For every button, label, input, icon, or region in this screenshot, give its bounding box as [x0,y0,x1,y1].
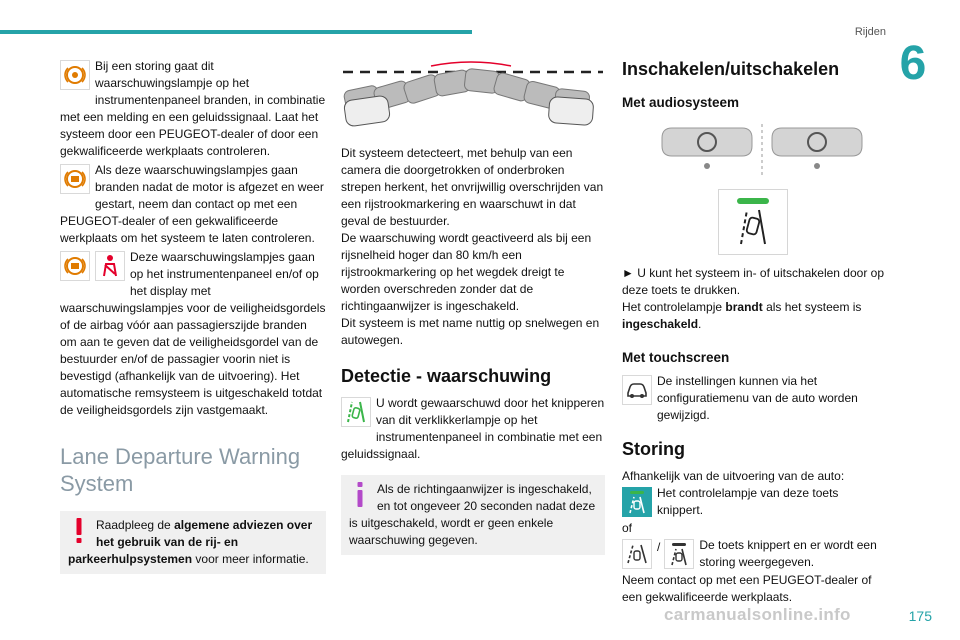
column-1: Bij een storing gaat dit waarschuwingsla… [60,58,326,574]
lane-departure-lamp-icon [341,397,371,427]
column-3: Inschakelen/uitschakelen Met audiosystee… [622,58,884,606]
paragraph-fault: / De toets knippert en er wordt een stor… [622,537,884,572]
text-p1: Bij een storing gaat dit waarschuwingsla… [60,59,326,158]
text-p1: Dit systeem detecteert, met behulp van e… [341,146,604,228]
paragraph-touchscreen: De instellingen kunnen via het configura… [622,373,884,424]
heading-inschakelen: Inschakelen/uitschakelen [622,59,840,79]
note-text: Raadpleeg de algemene adviezen over het … [68,518,313,566]
text-p4: Afhankelijk van de uitvoering van de aut… [622,469,845,483]
text-p2: Het controlelampje brandt als het systee… [622,300,862,331]
brake-warning-icon [60,164,90,194]
heading-storing: Storing [622,439,685,459]
text-p2: De waarschuwing wordt geactiveerd als bi… [341,231,592,313]
text-p7: De toets knippert en er wordt een storin… [699,538,877,569]
lane-button-teal-icon [622,487,652,517]
subheading-audio: Met audiosysteem [622,95,740,110]
steering-button-illustration [661,124,863,176]
brake-system-icon [60,251,90,281]
text-p8: Neem contact op met een PEUGEOT-dealer o… [622,573,872,604]
section-title: Lane Departure Warning System [60,444,301,496]
info-icon [349,481,371,511]
lane-fault-icon [622,539,652,569]
chapter-number: 6 [899,37,927,90]
paragraph-after-restart: Als deze waarschuwingslampjes gaan brand… [60,162,326,247]
paragraph-storing-lamp: Bij een storing gaat dit waarschuwingsla… [60,58,326,160]
watermark: carmanualsonline.info [664,605,851,624]
text-or: of [622,521,633,535]
car-settings-icon [622,375,652,405]
paragraph-blinking: Het controlelampje van deze toets knippe… [622,485,884,520]
paragraph-detectie: U wordt gewaarschuwd door het knipperen … [341,395,605,463]
slash-separator: / [657,540,661,554]
general-advice-note: Raadpleeg de algemene adviezen over het … [60,511,326,574]
lane-departure-illustration [343,61,603,127]
text-p1: ► U kunt het systeem in- of uitschakelen… [622,266,885,297]
lane-button-illustration [718,189,788,255]
subheading-touchscreen: Met touchscreen [622,350,730,365]
text-p3: Deze waarschuwingslampjes gaan op het in… [60,250,326,417]
exclamation-icon [68,517,90,547]
text-p3: Dit systeem is met name nuttig op snelwe… [341,316,600,347]
text-p5: Het controlelampje van deze toets knippe… [657,486,839,517]
section-name: Rijden [854,26,886,38]
text-p3: De instellingen kunnen via het configura… [657,374,858,422]
heading-detectie: Detectie - waarschuwing [341,366,552,386]
seatbelt-icon [95,251,125,281]
lane-warning-icon [60,60,90,90]
text-p2: Als deze waarschuwingslampjes gaan brand… [60,163,324,245]
column-2: Dit systeem detecteert, met behulp van e… [341,58,605,555]
lane-button-fault-icon [664,539,695,569]
paragraph-seatbelt: Deze waarschuwingslampjes gaan op het in… [60,249,326,419]
page-number: 175 [908,608,932,624]
header-accent-bar [0,30,472,34]
turn-signal-note: Als de richtingaanwijzer is ingeschakeld… [341,475,605,555]
note-text: Als de richtingaanwijzer is ingeschakeld… [349,482,596,547]
text-p4: U wordt gewaarschuwd door het knipperen … [341,396,605,461]
